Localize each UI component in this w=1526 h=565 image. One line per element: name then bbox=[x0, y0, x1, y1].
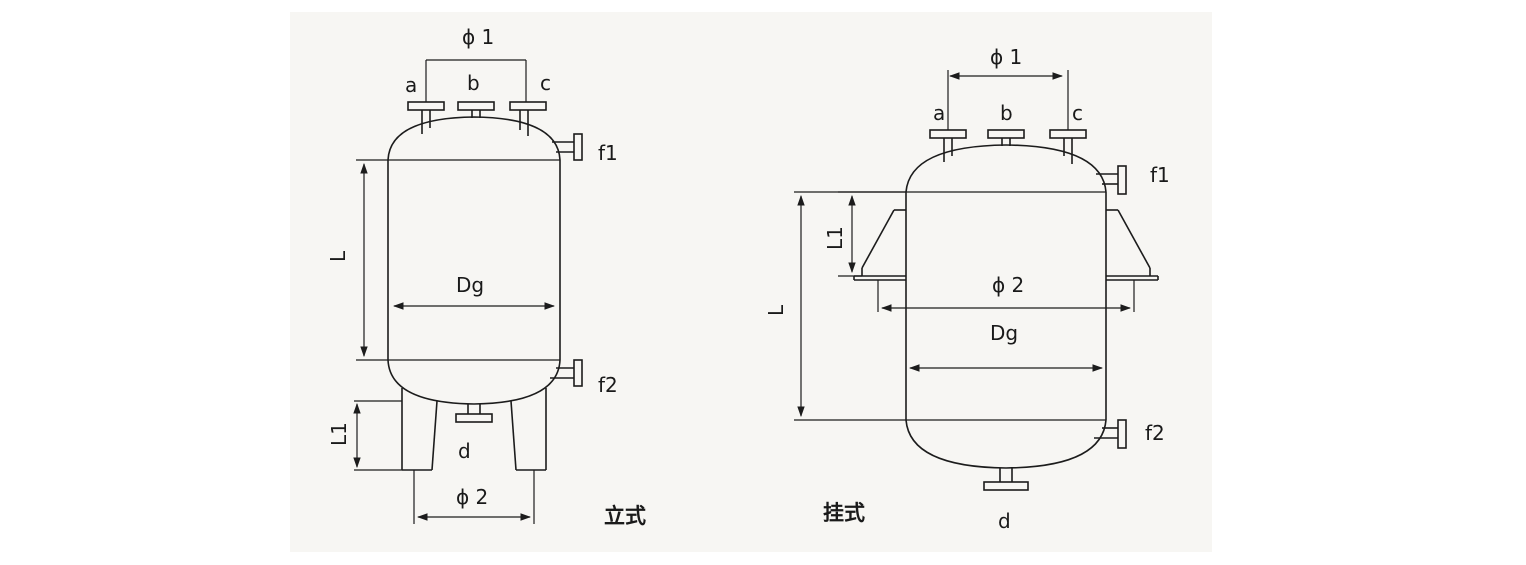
label-c: c bbox=[1072, 101, 1083, 125]
label-f1: f1 bbox=[598, 141, 618, 165]
label-Dg: Dg bbox=[990, 321, 1018, 345]
top-head bbox=[905, 144, 1107, 193]
nozzle-f1 bbox=[1096, 165, 1127, 195]
bottom-head bbox=[387, 359, 561, 405]
label-d: d bbox=[998, 509, 1011, 533]
label-d: d bbox=[458, 439, 471, 463]
right-leg bbox=[510, 388, 547, 524]
label-phi1: ϕ 1 bbox=[990, 45, 1022, 69]
caption-vertical: 立式 bbox=[604, 504, 646, 528]
nozzle-c bbox=[509, 101, 547, 136]
label-phi1: ϕ 1 bbox=[462, 25, 494, 49]
label-L: L bbox=[764, 304, 788, 316]
nozzle-b bbox=[457, 101, 495, 118]
label-b: b bbox=[467, 71, 480, 95]
label-f2: f2 bbox=[1145, 421, 1165, 445]
label-phi2: ϕ 2 bbox=[456, 485, 488, 509]
L1-dimension bbox=[353, 400, 402, 471]
nozzle-a bbox=[929, 129, 967, 162]
nozzle-d bbox=[983, 468, 1029, 491]
nozzle-f1 bbox=[552, 133, 583, 161]
label-f2: f2 bbox=[598, 373, 618, 397]
label-a: a bbox=[933, 101, 945, 125]
label-phi2: ϕ 2 bbox=[992, 273, 1024, 297]
label-a: a bbox=[405, 73, 417, 97]
label-f1: f1 bbox=[1150, 163, 1170, 187]
nozzle-f2 bbox=[1094, 419, 1127, 449]
nozzle-d bbox=[455, 404, 493, 423]
caption-hanging: 挂式 bbox=[823, 501, 865, 525]
label-L1: L1 bbox=[327, 422, 351, 446]
vertical-tank: ϕ 1 a b c f1 f2 Dg d ϕ 2 L L1 立式 bbox=[326, 25, 646, 528]
hanging-tank: ϕ 1 a b c f1 f2 ϕ 2 Dg d L L1 挂式 bbox=[764, 45, 1170, 533]
bottom-head bbox=[905, 419, 1107, 469]
right-hanging-lug bbox=[1106, 209, 1159, 312]
label-c: c bbox=[540, 71, 551, 95]
label-b: b bbox=[1000, 101, 1013, 125]
left-hanging-lug bbox=[853, 209, 906, 312]
phi1-dimension bbox=[425, 59, 527, 102]
phi1-dimension bbox=[947, 70, 1069, 130]
left-leg bbox=[401, 388, 438, 524]
nozzle-b bbox=[987, 129, 1025, 146]
nozzle-f2 bbox=[550, 359, 583, 387]
nozzle-a bbox=[407, 101, 445, 134]
L1-dimension bbox=[838, 191, 906, 277]
label-Dg: Dg bbox=[456, 273, 484, 297]
label-L1: L1 bbox=[823, 226, 847, 250]
label-L: L bbox=[326, 250, 350, 262]
top-head bbox=[387, 116, 561, 161]
